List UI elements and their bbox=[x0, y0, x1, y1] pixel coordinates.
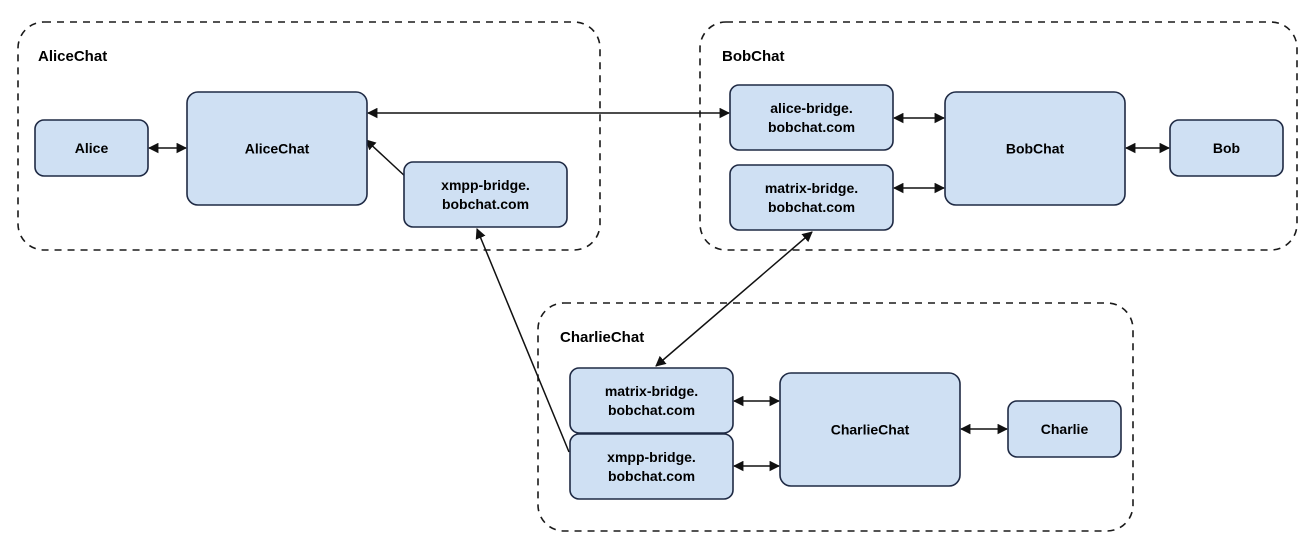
node-shape[interactable] bbox=[569, 433, 734, 500]
connection-edges bbox=[147, 107, 1171, 472]
node-alice-xmpp-bridge[interactable]: xmpp-bridge. bobchat.com bbox=[403, 161, 568, 228]
node-label: xmpp-bridge. bbox=[607, 449, 696, 465]
node-charliechat-server[interactable]: CharlieChat bbox=[779, 372, 961, 487]
node-charlie-user[interactable]: Charlie bbox=[1007, 400, 1122, 458]
node-shape[interactable] bbox=[729, 164, 894, 231]
node-alicechat-server[interactable]: AliceChat bbox=[186, 91, 368, 206]
domain-boundary bbox=[537, 302, 1134, 532]
node-shape[interactable] bbox=[729, 84, 894, 151]
node-bob-user[interactable]: Bob bbox=[1169, 119, 1284, 177]
node-label: AliceChat bbox=[245, 141, 310, 157]
edge-charlie-matrix-to-bob-matrix bbox=[655, 231, 813, 367]
domain-container-charlie-domain: CharlieChat bbox=[537, 302, 1134, 532]
node-shape[interactable] bbox=[34, 119, 149, 177]
edge-alicechat-to-xmpp-bridge bbox=[365, 139, 408, 179]
node-label: matrix-bridge. bbox=[605, 383, 698, 399]
domain-container-bob-domain: BobChat bbox=[699, 21, 1298, 251]
node-charlie-matrix-bridge[interactable]: matrix-bridge. bobchat.com bbox=[569, 367, 734, 434]
node-label: Bob bbox=[1213, 140, 1240, 156]
node-label: bobchat.com bbox=[608, 468, 695, 484]
node-shape[interactable] bbox=[186, 91, 368, 206]
node-label: bobchat.com bbox=[608, 402, 695, 418]
node-label: Alice bbox=[75, 140, 109, 156]
node-label: bobchat.com bbox=[442, 196, 529, 212]
node-shape[interactable] bbox=[779, 372, 961, 487]
domain-title: AliceChat bbox=[38, 48, 107, 65]
node-shape[interactable] bbox=[1007, 400, 1122, 458]
domain-boundary bbox=[17, 21, 601, 251]
node-charlie-xmpp-bridge[interactable]: xmpp-bridge. bobchat.com bbox=[569, 433, 734, 500]
node-shape[interactable] bbox=[403, 161, 568, 228]
node-shape[interactable] bbox=[569, 367, 734, 434]
node-label: xmpp-bridge. bbox=[441, 177, 530, 193]
node-bob-alice-bridge[interactable]: alice-bridge. bobchat.com bbox=[729, 84, 894, 151]
domain-container-alice-domain: AliceChat bbox=[17, 21, 601, 251]
node-shape[interactable] bbox=[1169, 119, 1284, 177]
node-label: bobchat.com bbox=[768, 119, 855, 135]
node-label: Charlie bbox=[1041, 421, 1089, 437]
node-bobchat-server[interactable]: BobChat bbox=[944, 91, 1126, 206]
edge-charlie-xmpp-to-alice-xmpp bbox=[475, 228, 570, 453]
domain-title: CharlieChat bbox=[560, 329, 644, 346]
node-label: BobChat bbox=[1006, 141, 1065, 157]
node-alice-user[interactable]: Alice bbox=[34, 119, 149, 177]
domain-title: BobChat bbox=[722, 48, 785, 65]
node-label: bobchat.com bbox=[768, 199, 855, 215]
domain-boundary bbox=[699, 21, 1298, 251]
node-shape[interactable] bbox=[944, 91, 1126, 206]
node-label: alice-bridge. bbox=[770, 100, 852, 116]
node-label: matrix-bridge. bbox=[765, 180, 858, 196]
node-label: CharlieChat bbox=[831, 422, 910, 438]
node-bob-matrix-bridge[interactable]: matrix-bridge. bobchat.com bbox=[729, 164, 894, 231]
